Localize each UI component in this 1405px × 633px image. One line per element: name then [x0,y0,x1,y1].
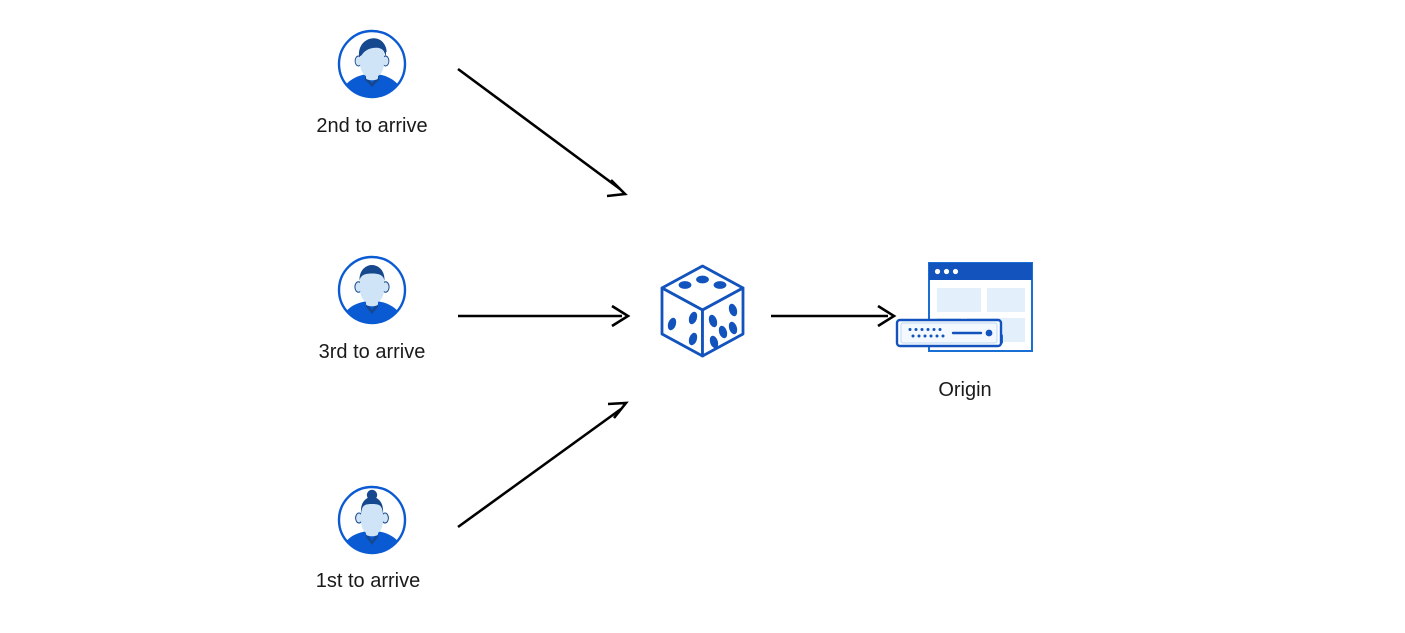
dice-right-pips [708,303,738,349]
actor-node-1st[interactable] [336,484,408,556]
origin-node[interactable] [893,258,1038,368]
user-avatar-icon [337,255,407,325]
dice-cube-icon [660,264,745,358]
user-avatar-icon [337,485,407,555]
window-dot [943,268,950,275]
server-vent-dots [908,328,945,338]
origin-server-icon [895,262,1033,352]
user-avatar-icon [337,29,407,99]
actor-label-2nd: 2nd to arrive [316,115,428,137]
arrow-1st-to-dice [457,401,629,529]
actor-label-3rd: 3rd to arrive [318,341,426,363]
window-dot [952,268,959,275]
dice-top-pips [678,275,727,289]
dice-node[interactable] [655,260,750,365]
dice-left-pips [667,311,698,346]
origin-label: Origin [938,379,992,401]
actor-node-3rd[interactable] [336,254,408,326]
arrow-dice-to-origin [771,304,897,328]
server-device-icon [895,318,1003,348]
window-dot [934,268,941,275]
server-status-light [985,329,993,337]
actor-label-1st: 1st to arrive [315,570,421,592]
arrow-3rd-to-dice [458,304,631,328]
actor-node-2nd[interactable] [336,28,408,100]
arrow-2nd-to-dice [457,67,628,198]
